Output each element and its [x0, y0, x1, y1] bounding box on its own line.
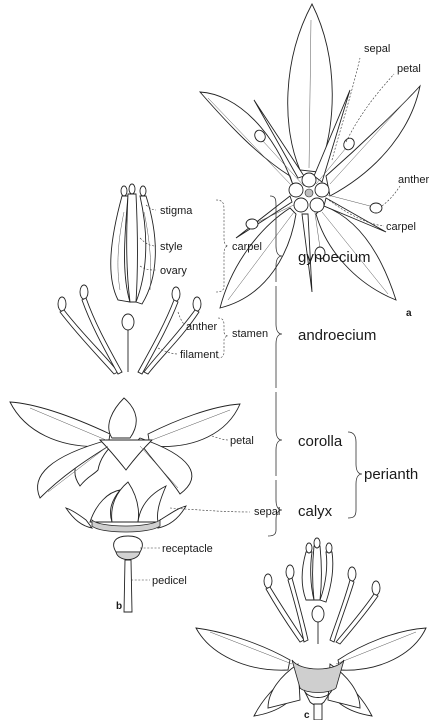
- label-stamen: stamen: [232, 328, 268, 340]
- label-anther-b: anther: [186, 321, 218, 333]
- brace-corolla: [276, 392, 282, 476]
- label-pedicel: pedicel: [152, 575, 187, 587]
- flower-top-view: sepal petal anther carpel a: [200, 4, 430, 319]
- flower-exploded-view: stigma style ovary carpel anther stamen …: [10, 184, 418, 612]
- flower-side-view: c: [196, 538, 426, 720]
- label-petal-b: petal: [230, 435, 254, 447]
- brace-perianth: [348, 432, 362, 518]
- label-perianth: perianth: [364, 466, 418, 483]
- panel-label-a: a: [406, 308, 412, 319]
- label-style: style: [160, 241, 183, 253]
- label-gynoecium: gynoecium: [298, 249, 371, 266]
- label-corolla: corolla: [298, 433, 343, 450]
- label-petal-a: petal: [397, 63, 421, 75]
- label-calyx: calyx: [298, 503, 333, 520]
- label-filament: filament: [180, 349, 219, 361]
- label-ovary: ovary: [160, 265, 187, 277]
- label-sepal-a: sepal: [364, 43, 390, 55]
- label-stigma: stigma: [160, 205, 193, 217]
- label-carpel-a: carpel: [386, 221, 416, 233]
- corolla-drawing: [10, 398, 240, 498]
- calyx-drawing: [66, 482, 186, 532]
- carpel-drawing: [111, 184, 156, 304]
- label-carpel-group: carpel: [232, 241, 262, 253]
- brace-androecium: [276, 286, 282, 388]
- label-receptacle: receptacle: [162, 543, 213, 555]
- label-anther-a: anther: [398, 174, 430, 186]
- panel-label-b: b: [116, 601, 122, 612]
- panel-label-c: c: [304, 710, 310, 720]
- label-androecium: androecium: [298, 327, 376, 344]
